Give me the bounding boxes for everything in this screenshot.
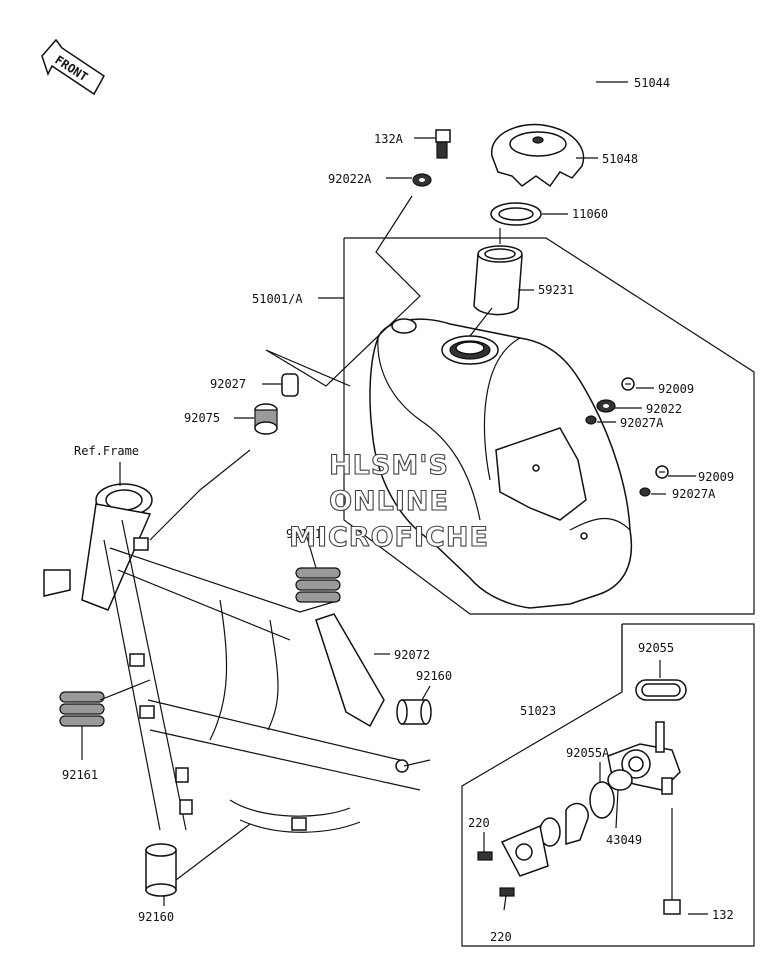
- ref-frame-label: Ref.Frame: [74, 444, 139, 458]
- washer-92022a: [412, 173, 432, 187]
- callout-92027a-upper: 92027A: [620, 416, 664, 430]
- callout-51048: 51048: [602, 152, 638, 166]
- screw-220-upper: [477, 851, 493, 861]
- damper-92161-upper: [295, 567, 341, 603]
- damper-92161-lower: [59, 691, 105, 727]
- bolt-132: [663, 808, 681, 915]
- callout-51023: 51023: [520, 704, 556, 718]
- callout-92027: 92027: [210, 377, 246, 391]
- petcock-strainer: [565, 802, 589, 845]
- callout-92009-lower: 92009: [698, 470, 734, 484]
- petcock-group-outline: [461, 623, 755, 947]
- screw-92009-lower: [655, 465, 669, 479]
- watermark-line-3: MICROFICHE: [289, 522, 489, 553]
- callout-51001a: 51001/A: [252, 292, 303, 306]
- callout-220-upper: 220: [468, 816, 490, 830]
- callout-92055a: 92055A: [566, 746, 610, 760]
- leader-lines: [81, 81, 708, 915]
- damper-92160-left: [145, 843, 177, 897]
- callout-220-lower: 220: [490, 930, 512, 944]
- gasket-92055: [635, 679, 687, 701]
- watermark-line-2: ONLINE: [329, 486, 449, 517]
- callout-92161-upper: 92161: [286, 527, 322, 541]
- screw-220-lower: [499, 887, 515, 897]
- damper-92160-right: [396, 699, 432, 725]
- grommet-92027a-upper: [585, 415, 597, 425]
- callout-132a: 132A: [374, 132, 404, 146]
- watermark-line-1: HLSM'S: [329, 450, 449, 481]
- front-arrow: FRONT: [41, 38, 105, 96]
- callout-59231: 59231: [538, 283, 574, 297]
- cap-gasket: [490, 202, 542, 226]
- grommet-92027a-lower: [639, 487, 651, 497]
- tank-group-outline: [343, 237, 755, 615]
- collar-92027: [281, 373, 299, 397]
- callout-92027a-lower: 92027A: [672, 487, 716, 501]
- callout-11060: 11060: [572, 207, 608, 221]
- callout-92072: 92072: [394, 648, 430, 662]
- callout-43049: 43049: [606, 833, 642, 847]
- callout-92160-lower: 92160: [138, 910, 174, 924]
- callout-92161-lower: 92161: [62, 768, 98, 782]
- callout-92009-upper: 92009: [658, 382, 694, 396]
- fuel-filter: [473, 245, 523, 316]
- screw-92009-upper: [621, 377, 635, 391]
- callout-132: 132: [712, 908, 734, 922]
- callout-51044: 51044: [634, 76, 670, 90]
- breather-hose: [511, 48, 606, 109]
- callout-92022: 92022: [646, 402, 682, 416]
- damper-92075: [254, 403, 278, 435]
- watermark: HLSM'S ONLINE MICROFICHE: [289, 449, 489, 553]
- callout-92075: 92075: [184, 411, 220, 425]
- callout-92055: 92055: [638, 641, 674, 655]
- washer-92022: [596, 399, 616, 413]
- band-92072: [315, 613, 385, 728]
- bolt-132a: [435, 129, 451, 159]
- fuel-cap: [491, 123, 585, 188]
- filter-43049: [607, 769, 633, 791]
- callout-92160-upper: 92160: [416, 669, 452, 683]
- callout-92022a: 92022A: [328, 172, 372, 186]
- petcock-lever-plate: [500, 824, 549, 877]
- fuel-tank: [369, 318, 633, 609]
- labels: Ref.Frame 51044 51048 132A 92022A 11060 …: [62, 76, 734, 944]
- o-ring-92055a: [589, 781, 615, 819]
- frame: [43, 483, 421, 833]
